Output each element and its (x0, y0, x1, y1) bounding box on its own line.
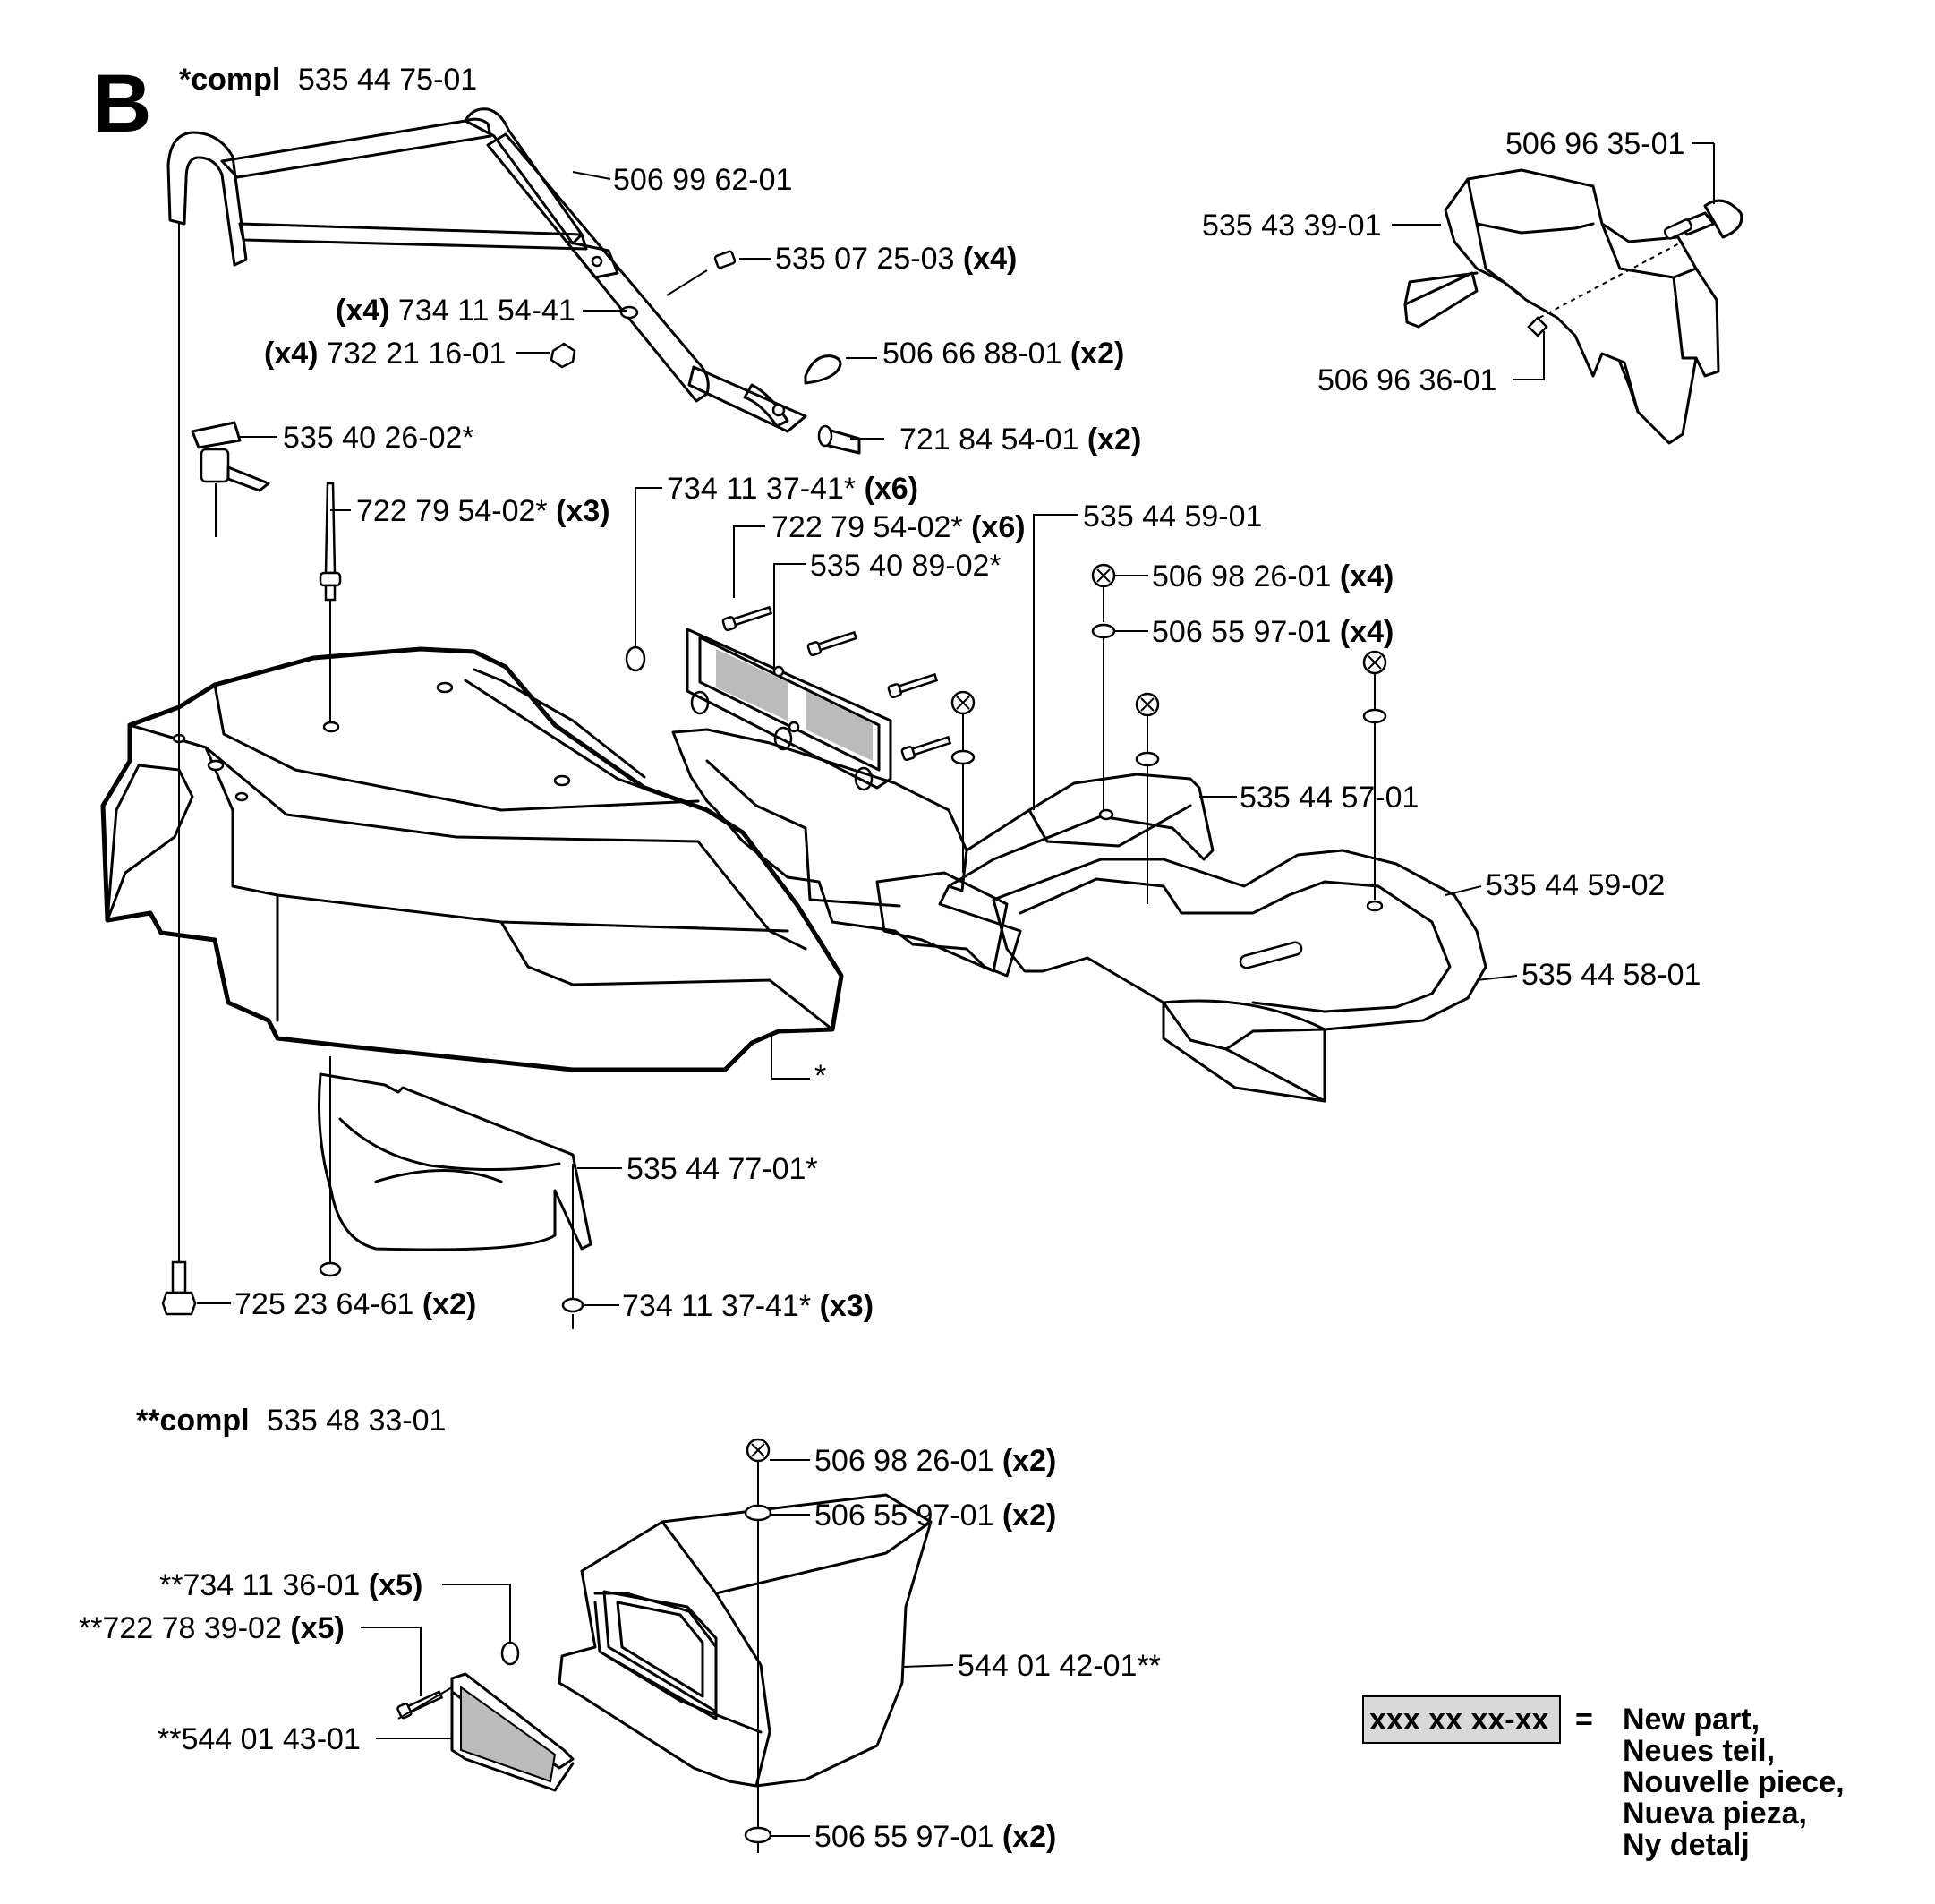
label-handle: 506 99 62-01 (613, 163, 792, 197)
label-fender: 535 44 58-01 (1522, 958, 1701, 992)
label-box-grille: **544 01 43-01 (158, 1722, 361, 1756)
label-box-washer-grille: **734 11 36-01 (x5) (159, 1568, 422, 1602)
label-screw-tray: 506 98 26-01 (x4) (1152, 559, 1394, 593)
label-rivet-b: 722 79 54-02* (x6) (771, 510, 1026, 544)
kit-top-number: 535 44 75-01 (298, 63, 477, 97)
legend-line-2: Neues teil, (1623, 1734, 1775, 1768)
label-rivet-a: 722 79 54-02* (x3) (356, 494, 610, 528)
legend-line-5: Ny detalj (1623, 1828, 1750, 1862)
legend-line-1: New part, (1623, 1703, 1760, 1737)
kit-top-prefix: *compl (179, 63, 280, 97)
label-cover: 535 43 39-01 (1202, 209, 1381, 243)
label-washer-bowl: 734 11 37-41* (x3) (622, 1289, 874, 1323)
rivet-a-drawing (319, 482, 342, 721)
label-bolt: 725 23 64-61 (x2) (234, 1287, 476, 1321)
grille-drawing (686, 628, 892, 790)
section-letter: B (92, 58, 151, 149)
box-grille-drawing (450, 1672, 575, 1792)
label-grille: 535 40 89-02* (810, 549, 1002, 583)
legend-line-3: Nouvelle piece, (1623, 1765, 1845, 1799)
label-box-screw: 506 98 26-01 (x2) (814, 1444, 1056, 1478)
label-nut-handle: (x4) 732 21 16-01 (264, 337, 506, 371)
label-cover-pin: 506 96 35-01 (1505, 127, 1684, 161)
hood-drawing (100, 646, 844, 1072)
label-washer-a: 734 11 37-41* (x6) (667, 472, 918, 506)
label-side-panel: 535 44 57-01 (1240, 781, 1419, 815)
kit-top-title: *compl 535 44 75-01 (179, 63, 477, 97)
label-box-washer-bottom: 506 55 97-01 (x2) (814, 1820, 1056, 1854)
legend-sample-box (1362, 1695, 1561, 1744)
leader-lines (197, 142, 1715, 1837)
label-tray: 535 44 59-01 (1083, 499, 1262, 534)
box-drawing (558, 1455, 933, 1853)
kit-bottom-number: 535 48 33-01 (267, 1404, 446, 1438)
kit-bottom-prefix: **compl (136, 1404, 250, 1438)
label-box: 544 01 42-01** (958, 1649, 1161, 1683)
legend-sample-text: xxx xx xx-xx (1369, 1703, 1548, 1737)
label-box-rivet: **722 78 39-02 (x5) (79, 1611, 345, 1645)
label-cover-washer: 506 96 36-01 (1317, 363, 1496, 397)
fender-drawing (992, 849, 1487, 1103)
latch-drawing (191, 421, 270, 537)
handle-drawing (166, 107, 807, 433)
legend-line-4: Nueva pieza, (1623, 1797, 1807, 1831)
label-pin: 721 84 54-01 (x2) (899, 423, 1141, 457)
kit-bottom-title: **compl 535 48 33-01 (136, 1404, 446, 1438)
label-washer-handle: (x4) 734 11 54-41 (336, 294, 575, 328)
legend-equals: = (1575, 1703, 1593, 1737)
label-clip: 506 66 88-01 (x2) (882, 337, 1124, 371)
cover-drawing (1403, 168, 1743, 445)
grille-hardware-drawing (625, 605, 952, 791)
handle-hardware-drawing (550, 250, 861, 455)
label-bowl: 535 44 77-01* (627, 1152, 818, 1186)
side-panel-drawing (671, 728, 1215, 978)
box-hardware-drawing (396, 1438, 772, 1844)
legend: xxx xx xx-xx = New part, Neues teil, Nou… (1362, 1695, 1845, 1862)
label-washer-tray: 506 55 97-01 (x4) (1152, 615, 1394, 649)
label-hood-asterisk: * (814, 1059, 826, 1093)
label-latch: 535 40 26-02* (283, 421, 474, 455)
label-tray-b: 535 44 59-02 (1486, 868, 1665, 902)
bowl-drawing (318, 1056, 592, 1329)
label-box-washer-top: 506 55 97-01 (x2) (814, 1498, 1056, 1533)
label-screw-handle: 535 07 25-03 (x4) (775, 242, 1017, 276)
bolt-drawing (161, 224, 197, 1316)
